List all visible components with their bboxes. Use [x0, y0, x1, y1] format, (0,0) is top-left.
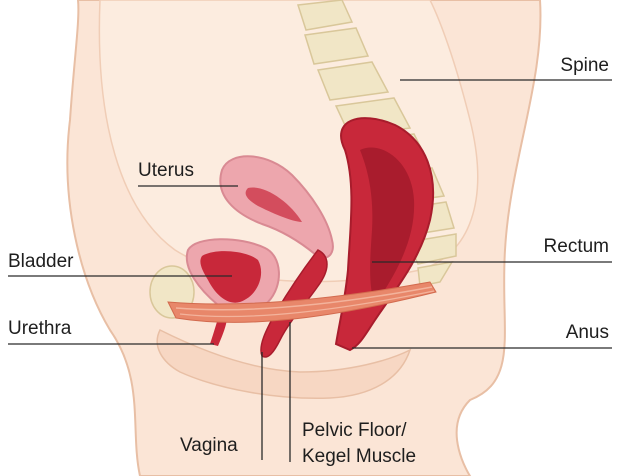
- label-pelvic-floor-line1: Pelvic Floor/: [302, 418, 416, 444]
- label-uterus: Uterus: [138, 160, 194, 182]
- label-vagina: Vagina: [180, 435, 238, 457]
- label-urethra: Urethra: [8, 318, 71, 340]
- label-anus: Anus: [566, 322, 609, 344]
- label-rectum: Rectum: [544, 236, 609, 258]
- label-bladder: Bladder: [8, 251, 74, 273]
- label-pelvic-floor: Pelvic Floor/ Kegel Muscle: [302, 418, 416, 470]
- label-spine: Spine: [560, 55, 609, 77]
- label-pelvic-floor-line2: Kegel Muscle: [302, 444, 416, 470]
